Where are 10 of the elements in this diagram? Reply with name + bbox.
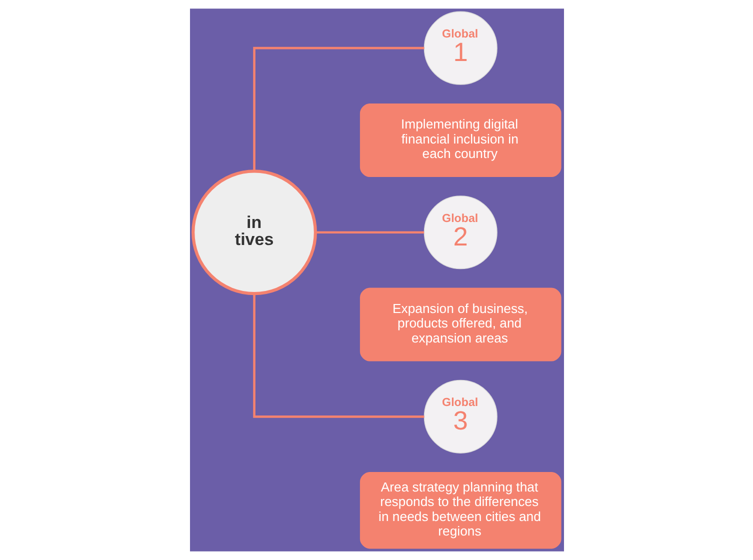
node-circle: Global 1 bbox=[423, 11, 497, 85]
node-circle: Global 2 bbox=[423, 196, 497, 270]
connector bbox=[252, 294, 424, 418]
connector bbox=[252, 46, 424, 172]
node-circle: in tives bbox=[191, 170, 316, 296]
connector bbox=[315, 231, 424, 234]
node-box: Expansion of business, products offered, and expansion areas bbox=[359, 288, 561, 362]
node-box: Area strategy planning that responds to the differences in needs between cities and regions bbox=[359, 472, 561, 549]
node-circle: Global 3 bbox=[423, 380, 497, 454]
node-box: Implementing digital financial inclusion in each country bbox=[359, 103, 561, 178]
